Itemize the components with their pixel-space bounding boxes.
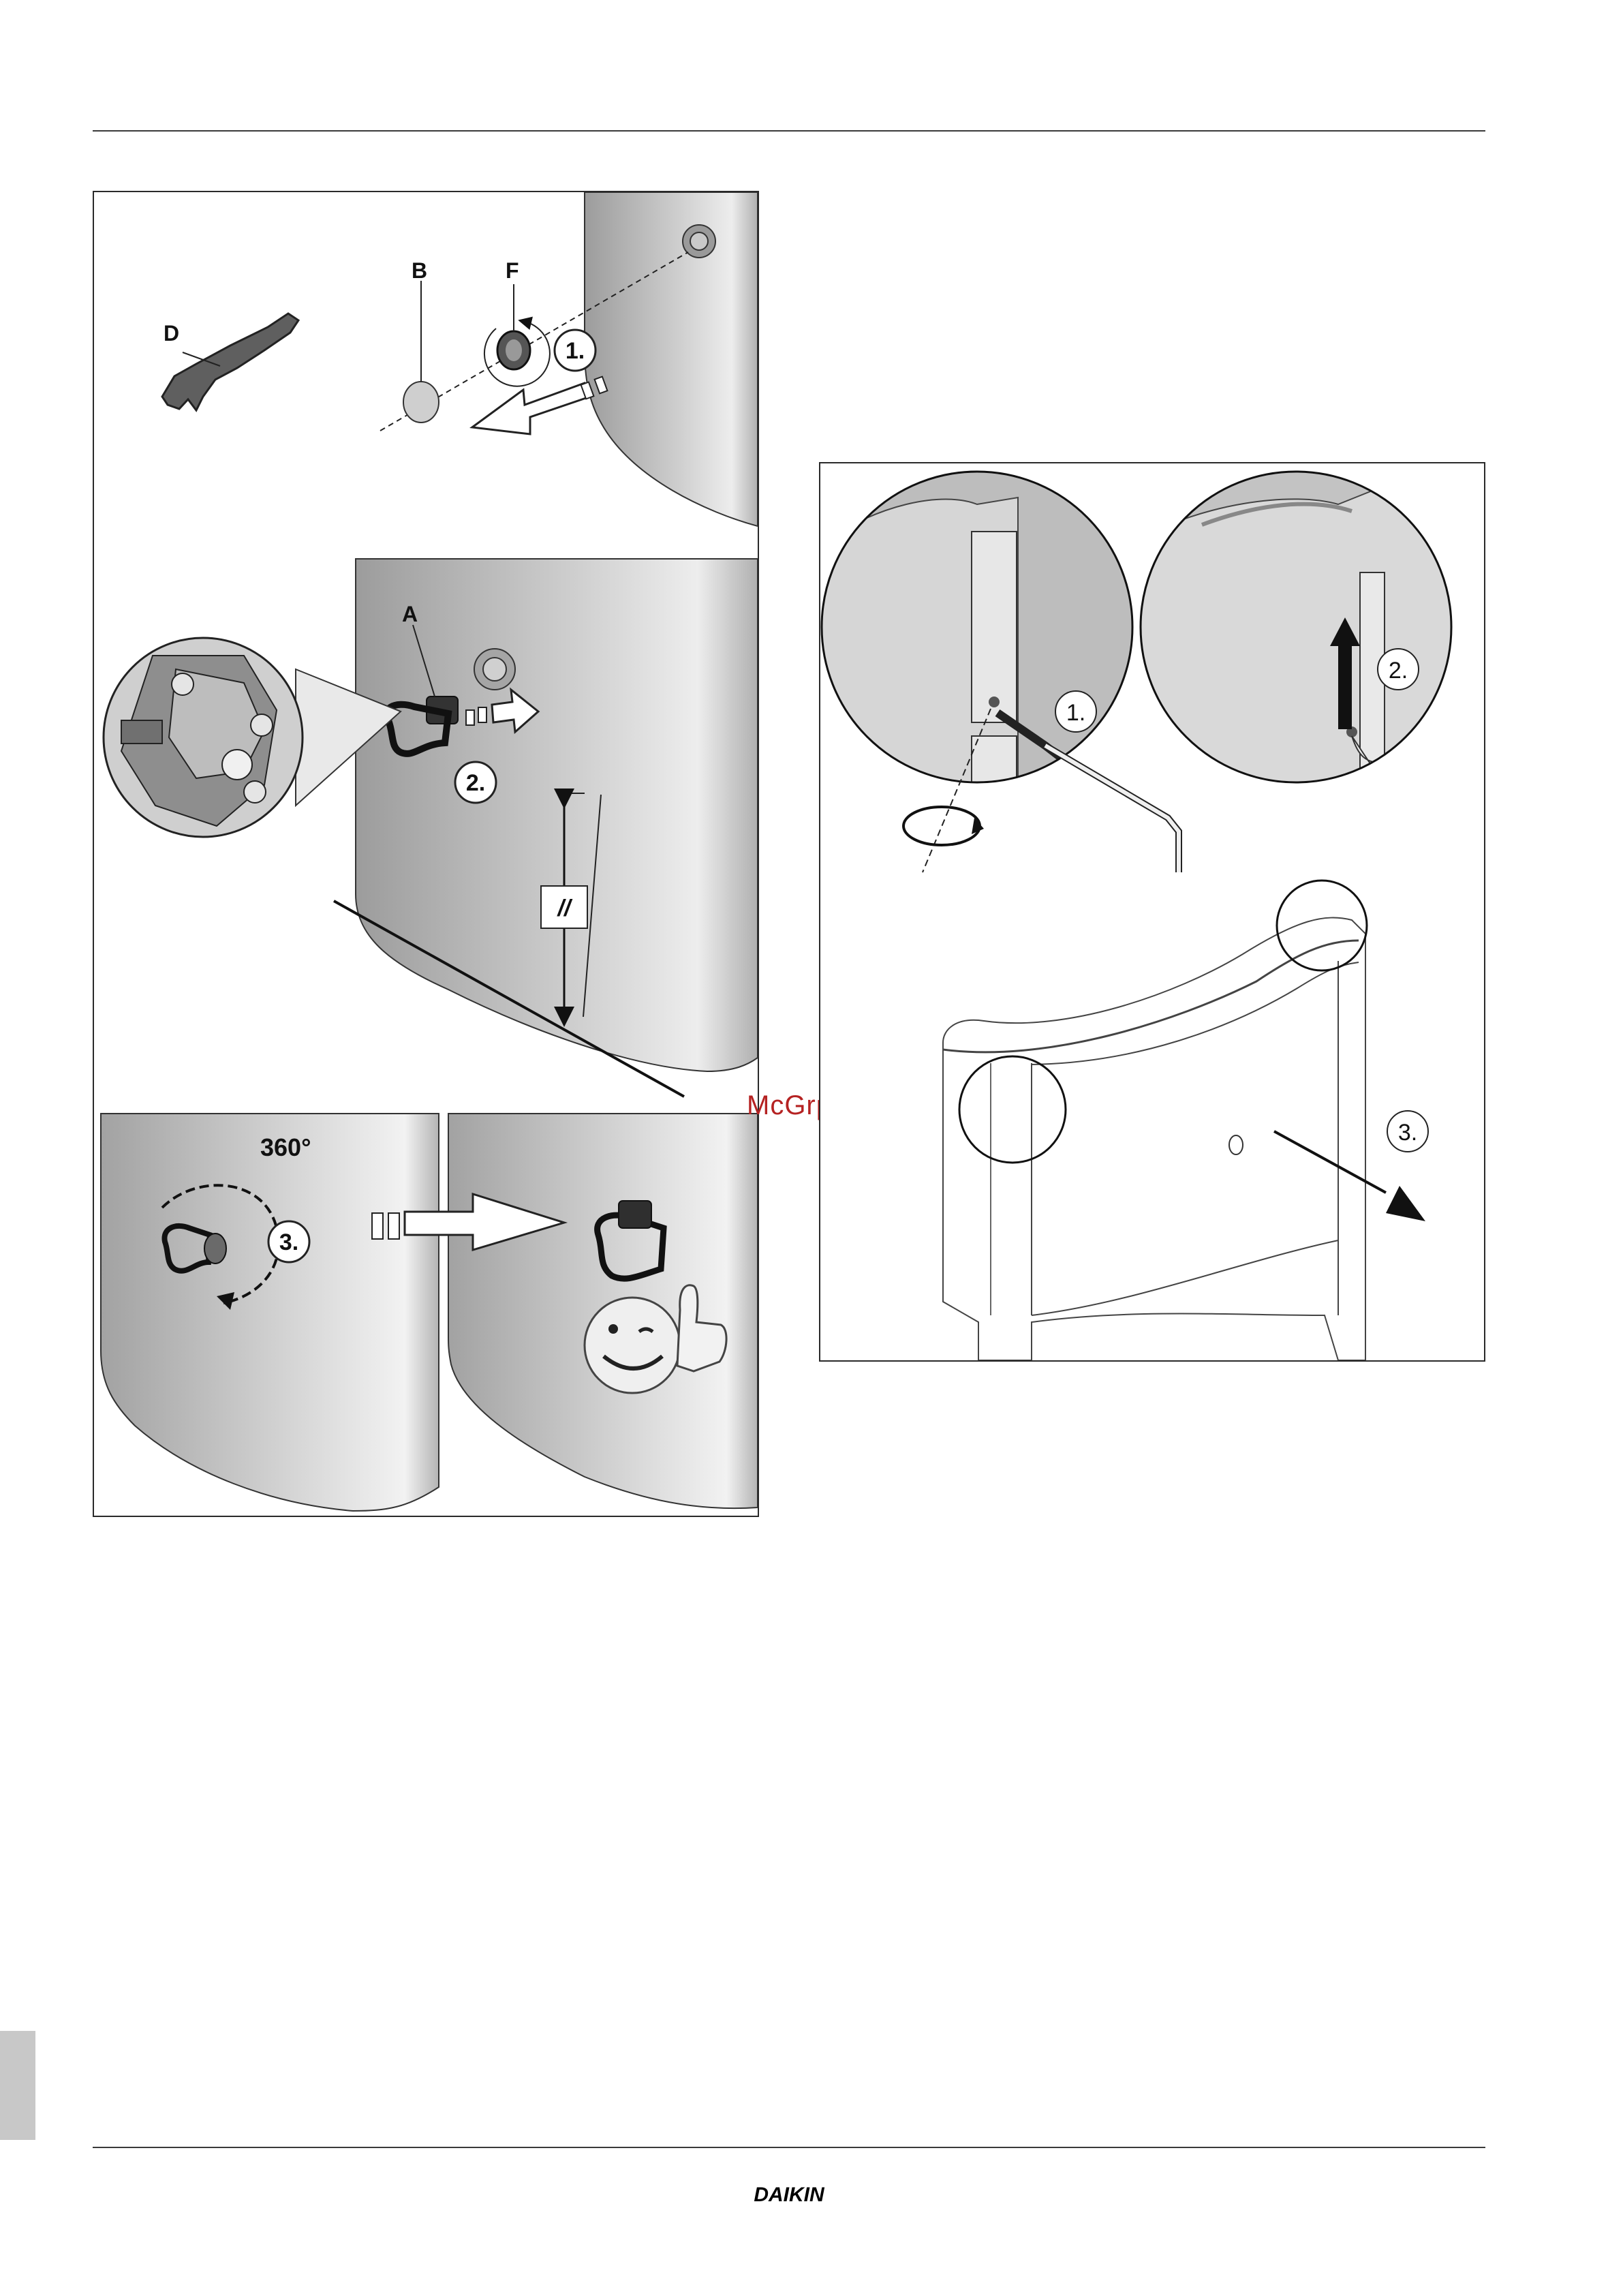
brand-text: DAIKIN (754, 2184, 825, 2206)
fitting-f-icon (484, 322, 550, 386)
right-step-3-text: 3. (1398, 1120, 1417, 1146)
angle-label: 360° (260, 1133, 311, 1161)
label-d: D (164, 321, 179, 346)
right-figure: 1. 2. (819, 462, 1485, 1362)
daikin-logo: DAIKIN (735, 2183, 844, 2206)
label-b: B (412, 258, 427, 283)
pull-left-arrow (472, 377, 607, 434)
right-step-1-text: 1. (1066, 700, 1085, 726)
rotate-icon (903, 807, 984, 845)
step-2-text: 2. (466, 770, 485, 796)
unit-top-panel (943, 918, 1365, 1360)
label-a: A (402, 602, 418, 626)
right-step-2-text: 2. (1389, 658, 1408, 684)
unit-side-3a (101, 1114, 439, 1511)
step-1-text: 1. (566, 338, 585, 364)
left-figure: D B F 1. A (93, 191, 759, 1517)
plug-b-icon (403, 382, 439, 423)
double-slash-label: // (557, 896, 573, 921)
detail-circle-2 (1141, 463, 1461, 818)
right-figure-art: 1. 2. (820, 463, 1484, 1360)
header-rule (93, 130, 1485, 132)
side-tab (0, 2031, 35, 2140)
left-figure-art: D B F 1. A (94, 192, 758, 1516)
footer-rule (93, 2147, 1485, 2148)
step-3-text: 3. (279, 1229, 298, 1255)
hex-key-icon (1045, 746, 1179, 872)
label-f: F (506, 258, 519, 283)
unit-side-1 (585, 192, 758, 526)
spanner-d-icon (162, 313, 298, 410)
